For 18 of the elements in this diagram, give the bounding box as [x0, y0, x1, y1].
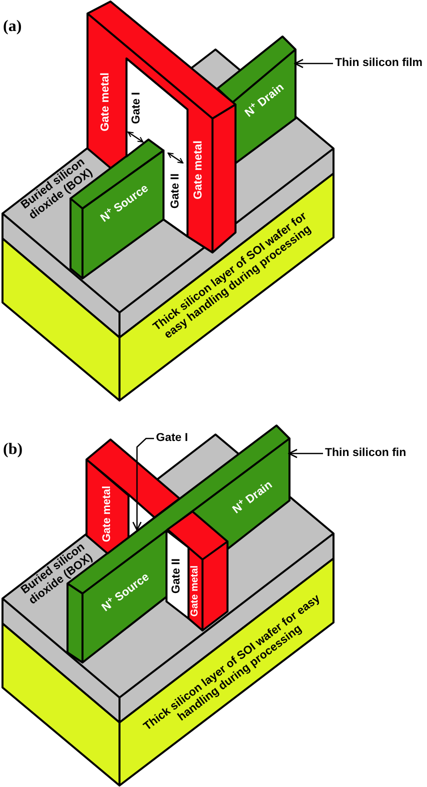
panel-label: (a) — [3, 18, 22, 36]
gate-metal-label: Gate metal — [101, 486, 113, 542]
gate-label: Gate I — [130, 92, 144, 124]
gate-metal-label: Gate metal — [100, 72, 112, 132]
gate-region — [162, 148, 188, 238]
callout-label: Thin silicon film — [335, 57, 423, 70]
gate-metal-label: Gate metal — [192, 140, 206, 200]
callout-label: Gate I — [156, 432, 188, 445]
callout-label: Thin silicon fin — [325, 447, 406, 460]
leader-arrow — [294, 58, 333, 68]
gate-label: Gate II — [170, 558, 184, 594]
leader-arrow — [288, 448, 323, 458]
gate-region — [124, 56, 188, 170]
panel-label: (b) — [3, 441, 23, 459]
leader-arrow — [132, 438, 154, 531]
gate-label: Gate II — [170, 173, 182, 209]
gate-gap — [126, 492, 156, 538]
gate-metal-label: Gate metal — [190, 565, 200, 617]
